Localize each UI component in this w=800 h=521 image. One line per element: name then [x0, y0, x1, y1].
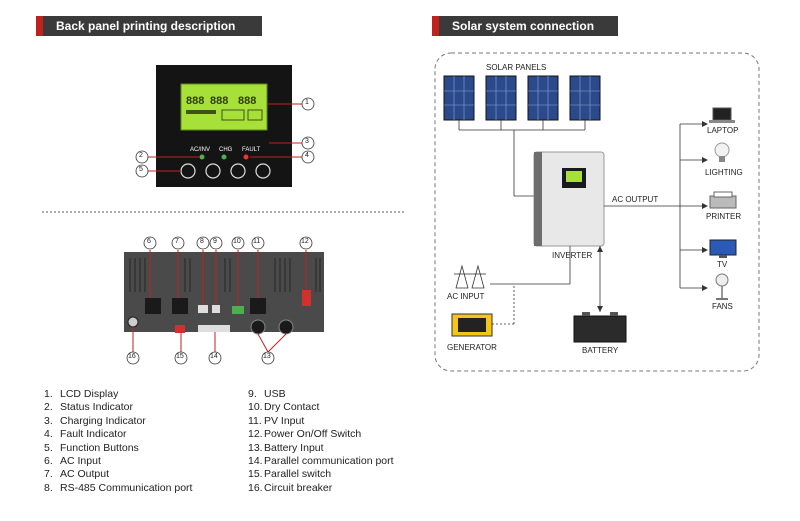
legend-right: 9.USB 10.Dry Contact 11.PV Input 12.Powe… [248, 388, 394, 495]
label-printer: PRINTER [706, 212, 742, 221]
power-switch [302, 290, 311, 306]
legend-left: 1.LCD Display 2.Status Indicator 3.Charg… [44, 388, 192, 495]
legend-item: 15.Parallel switch [248, 468, 332, 481]
function-button-2[interactable] [205, 163, 221, 179]
battery-input-2 [278, 319, 294, 335]
back-panel-diagram: 888 888 888 [42, 65, 405, 365]
battery-icon [573, 312, 627, 343]
legend-item: 6.AC Input [44, 455, 101, 468]
label-laptop: LAPTOP [707, 126, 739, 135]
fault-led [243, 154, 249, 160]
solar-system-header-title: Solar system connection [452, 19, 595, 33]
label-acinv: AC/INV [190, 147, 211, 153]
legend-item: 11.PV Input [248, 414, 305, 427]
header-accent [432, 16, 439, 36]
label-fault: FAULT [242, 147, 261, 153]
solar-system-diagram [434, 52, 760, 372]
svg-text:888: 888 [210, 95, 228, 107]
callout-7: 7 [175, 238, 179, 245]
callout-15: 15 [176, 353, 184, 360]
legend-item: 14.Parallel communication port [248, 455, 394, 468]
function-button-4[interactable] [255, 163, 271, 179]
solar-system-header: Solar system connection [432, 16, 618, 36]
callout-16: 16 [128, 353, 136, 360]
legend-item: 2.Status Indicator [44, 401, 133, 414]
label-battery: BATTERY [582, 346, 619, 355]
callout-3: 3 [305, 138, 309, 145]
printer-icon [709, 191, 737, 209]
tv-icon [709, 239, 737, 258]
label-chg: CHG [219, 147, 233, 153]
callout-4: 4 [305, 152, 309, 159]
ac-input-tower-icon [454, 264, 486, 289]
solar-panels [443, 75, 601, 121]
battery-input-1 [250, 319, 266, 335]
ac-output-port [172, 298, 188, 314]
svg-text:888: 888 [186, 95, 204, 107]
callout-6: 6 [147, 238, 151, 245]
circuit-breaker [127, 316, 139, 328]
lcd-display [180, 83, 268, 131]
legend-item: 1.LCD Display [44, 388, 119, 400]
parallel-switch [175, 325, 185, 333]
generator-icon [451, 313, 493, 337]
callout-11: 11 [253, 238, 261, 245]
label-fans: FANS [712, 302, 733, 311]
charging-led [221, 154, 227, 160]
legend-item: 9.USB [248, 388, 286, 400]
back-panel-header-title: Back panel printing description [56, 19, 236, 33]
label-lighting: LIGHTING [705, 168, 743, 177]
legend-item: 4.Fault Indicator [44, 428, 127, 441]
rs485-port [198, 305, 208, 313]
callout-12: 12 [301, 238, 309, 245]
back-panel-header: Back panel printing description [36, 16, 262, 36]
back-callouts [126, 236, 313, 365]
usb-port [212, 305, 220, 313]
label-inverter: INVERTER [552, 251, 593, 260]
legend-item: 7.AC Output [44, 468, 110, 481]
callout-5: 5 [139, 166, 143, 173]
legend-item: 16.Circuit breaker [248, 481, 333, 494]
label-ac-output: AC OUTPUT [612, 195, 659, 204]
ac-input-port [145, 298, 161, 314]
front-callouts [135, 97, 315, 178]
lighting-icon [714, 142, 730, 162]
status-led [199, 154, 205, 160]
dry-contact [232, 306, 244, 314]
svg-text:888: 888 [238, 95, 256, 107]
legend-item: 5.Function Buttons [44, 441, 139, 454]
callout-8: 8 [200, 238, 204, 245]
callout-10: 10 [233, 238, 241, 245]
label-tv: TV [717, 260, 728, 269]
laptop-icon [709, 107, 735, 123]
pv-input [250, 298, 266, 314]
legend-item: 12.Power On/Off Switch [248, 428, 362, 441]
label-ac-input: AC INPUT [447, 292, 485, 301]
system-boundary [434, 52, 760, 372]
callout-14: 14 [210, 353, 218, 360]
label-solar-panels: SOLAR PANELS [486, 63, 547, 72]
legend-item: 3.Charging Indicator [44, 414, 146, 427]
fan-icon [715, 273, 729, 300]
header-accent [36, 16, 43, 36]
front-panel: 888 888 888 [156, 65, 292, 187]
callout-9: 9 [213, 238, 217, 245]
back-panel [124, 252, 324, 335]
inverter [533, 151, 605, 247]
legend-item: 13.Battery Input [248, 441, 324, 454]
callout-1: 1 [305, 99, 309, 106]
callout-13: 13 [263, 353, 271, 360]
parallel-comm-port [198, 325, 230, 332]
legend-item: 8.RS-485 Communication port [44, 481, 193, 494]
function-button-3[interactable] [230, 163, 246, 179]
label-generator: GENERATOR [447, 343, 497, 352]
callout-2: 2 [139, 152, 143, 159]
legend-item: 10.Dry Contact [248, 401, 320, 414]
